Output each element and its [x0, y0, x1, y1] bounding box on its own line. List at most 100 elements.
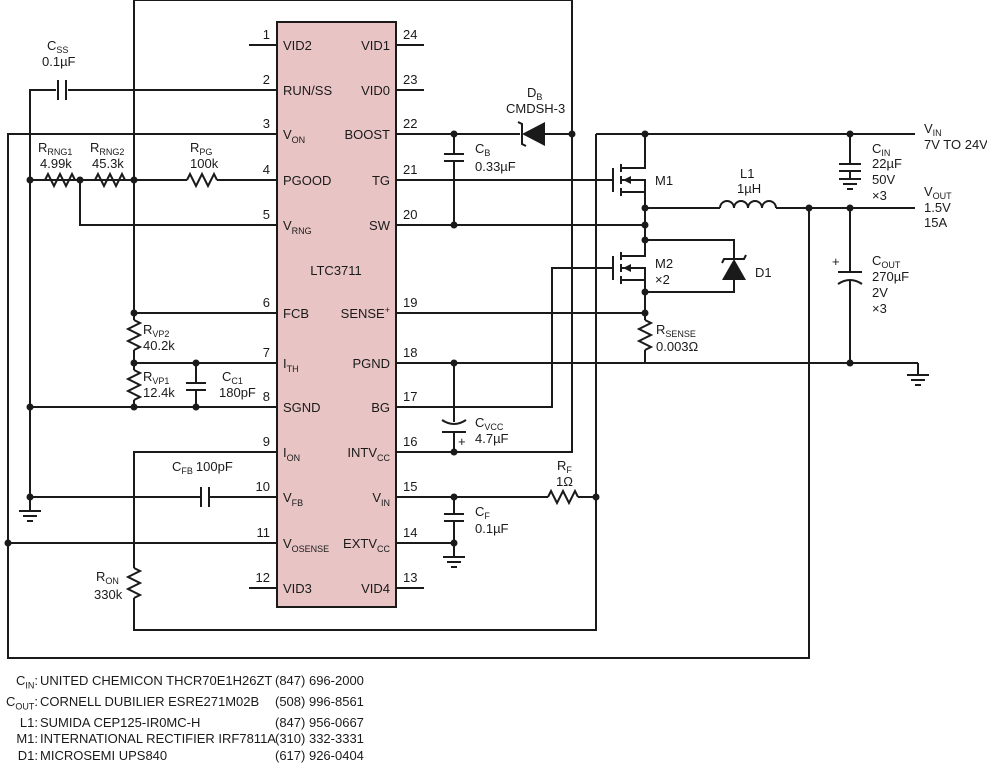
pin-name: SGND — [283, 400, 321, 415]
pin-number: 11 — [257, 525, 271, 540]
wire — [133, 451, 277, 568]
pin-name: BOOST — [344, 127, 390, 142]
pin-number: 19 — [403, 295, 417, 310]
rf-value: 1Ω — [556, 474, 573, 489]
cout-voltage: 2V — [872, 285, 888, 300]
cin-qty: ×3 — [872, 188, 887, 203]
pin-name: VOSENSE — [283, 536, 329, 554]
ground-icon — [443, 556, 465, 568]
bom-phone: (847) 956-0667 — [275, 715, 364, 730]
ic-name: LTC3711 — [310, 263, 362, 278]
ic-body — [276, 21, 397, 608]
pin-name: FCB — [283, 306, 309, 321]
pin-number: 4 — [263, 162, 270, 177]
rrng2-label: RRNG2 — [90, 140, 124, 157]
pin-number: 2 — [263, 72, 270, 87]
cvcc-plus: + — [458, 434, 466, 449]
vout-value: 1.5V — [924, 200, 951, 215]
rvp1-value: 12.4k — [143, 385, 175, 400]
pin-name: SENSE+ — [341, 305, 390, 321]
pin-name: VON — [283, 127, 305, 145]
rsense-label: RSENSE — [656, 322, 696, 339]
d1-label: D1 — [755, 265, 772, 280]
cb-value: 0.33µF — [475, 159, 516, 174]
wire — [645, 280, 735, 293]
cin-label: CIN — [872, 141, 890, 158]
rvp1-label: RVP1 — [143, 369, 169, 386]
wire — [7, 133, 277, 630]
db-label: DB — [527, 85, 542, 102]
vin-label: VIN — [924, 121, 942, 138]
wire — [133, 497, 597, 631]
pin-name: VIN — [372, 490, 390, 508]
pin-name: VFB — [283, 490, 303, 508]
pin-number: 13 — [403, 570, 417, 585]
m1-label: M1 — [655, 173, 673, 188]
bom-ref: M1: — [16, 731, 38, 747]
cc1-value: 180pF — [219, 385, 256, 400]
pin-name: SW — [369, 218, 391, 233]
rf-resistor — [547, 488, 579, 506]
m2-label: M2 — [655, 256, 673, 271]
cin-value: 22µF — [872, 156, 902, 171]
m1-mosfet — [612, 134, 646, 225]
css-value: 0.1µF — [42, 54, 76, 69]
wire — [7, 208, 810, 659]
cout-label: COUT — [872, 253, 901, 270]
pin-name: TG — [372, 173, 390, 188]
wire — [396, 267, 613, 408]
bom-part: CORNELL DUBILIER ESRE271M02B — [40, 694, 260, 709]
pin-number: 10 — [256, 479, 270, 494]
pin-name: VID1 — [361, 38, 390, 53]
pin-name: VID0 — [361, 83, 390, 98]
schematic: LTC3711 1VID22RUN/SS3VON4PGOOD5VRNG6FCB7… — [4, 0, 987, 659]
rrng1-resistor — [44, 171, 76, 189]
pin-name: ION — [283, 445, 300, 463]
bom-part: MICROSEMI UPS840 — [40, 747, 168, 763]
cvcc-label: CVCC — [475, 415, 504, 432]
pin-number: 17 — [403, 389, 417, 404]
pin-number: 22 — [403, 116, 417, 131]
rrng2-resistor — [94, 171, 126, 189]
bill-of-materials: CIN:UNITED CHEMICON THCR70E1H26ZT(847) 6… — [4, 673, 364, 764]
cin-voltage: 50V — [872, 172, 895, 187]
bom-phone: (617) 926-0404 — [275, 747, 364, 763]
pin-name: PGOOD — [283, 173, 331, 188]
cvcc-value: 4.7µF — [475, 431, 509, 446]
bom-part: UNITED CHEMICON THCR70E1H26ZT — [40, 673, 273, 688]
cvcc-plate — [441, 419, 467, 425]
wire — [29, 89, 56, 495]
junctions — [4, 130, 854, 547]
pin-number: 14 — [403, 525, 417, 540]
pin-name: VRNG — [283, 218, 312, 236]
pin-name: RUN/SS — [283, 83, 332, 98]
rsense-resistor — [636, 319, 654, 351]
wire — [79, 180, 277, 226]
pin-number: 16 — [403, 434, 417, 449]
pin-name: VID4 — [361, 581, 390, 596]
cf-label: CF — [475, 504, 490, 521]
ground-icon — [907, 374, 929, 386]
pin-number: 6 — [263, 295, 270, 310]
bom-ref: CIN: — [15, 673, 38, 691]
pin-name: EXTVCC — [343, 536, 390, 554]
bom-phone: (508) 996-8561 — [275, 694, 364, 709]
vout-label: VOUT — [924, 184, 952, 201]
bom-phone: (310) 332-3331 — [275, 731, 364, 747]
rvp2-value: 40.2k — [143, 338, 175, 353]
pin-name: VID3 — [283, 581, 312, 596]
rvp2-resistor — [125, 319, 143, 351]
bom-row: CIN:UNITED CHEMICON THCR70E1H26ZT(847) 6… — [4, 673, 364, 694]
bom-part: INTERNATIONAL RECTIFIER IRF7811A — [40, 731, 276, 747]
bom-row: L1:SUMIDA CEP125-IR0MC-H(847) 956-0667 — [4, 715, 364, 731]
wire — [133, 0, 573, 453]
ground-icon — [839, 178, 861, 190]
cf-value: 0.1µF — [475, 521, 509, 536]
l1-label: L1 — [740, 166, 754, 181]
bom-ref: L1: — [19, 715, 38, 730]
pin-name: BG — [371, 400, 390, 415]
pin-number: 5 — [263, 207, 270, 222]
pin-number: 7 — [263, 345, 270, 360]
wire — [645, 239, 735, 258]
